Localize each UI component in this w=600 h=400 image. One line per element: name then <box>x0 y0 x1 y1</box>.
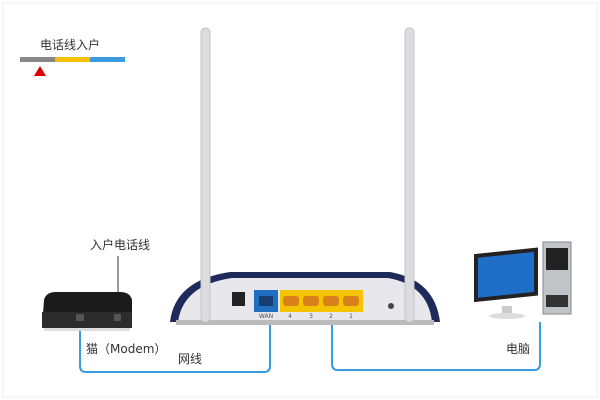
lan-cable <box>331 314 541 371</box>
port-label-3: 3 <box>309 313 313 320</box>
phone-line-in-label: 电话线入户 <box>40 38 101 52</box>
legend-bar <box>20 57 125 76</box>
port-label-4: 4 <box>288 313 292 320</box>
port-label-1: 1 <box>349 313 353 320</box>
port-label-wan: WAN <box>259 313 273 320</box>
incoming-phone-line-label: 入户电话线 <box>90 238 151 252</box>
red-triangle-marker-icon <box>34 66 46 76</box>
computer-image <box>474 241 572 319</box>
wan-cable <box>79 314 271 373</box>
router-image <box>170 27 440 325</box>
modem-image <box>42 292 132 331</box>
modem-label: 猫（Modem） <box>86 342 167 356</box>
port-label-2: 2 <box>329 313 333 320</box>
network-cable-label: 网线 <box>178 352 203 366</box>
computer-label: 电脑 <box>506 342 531 356</box>
